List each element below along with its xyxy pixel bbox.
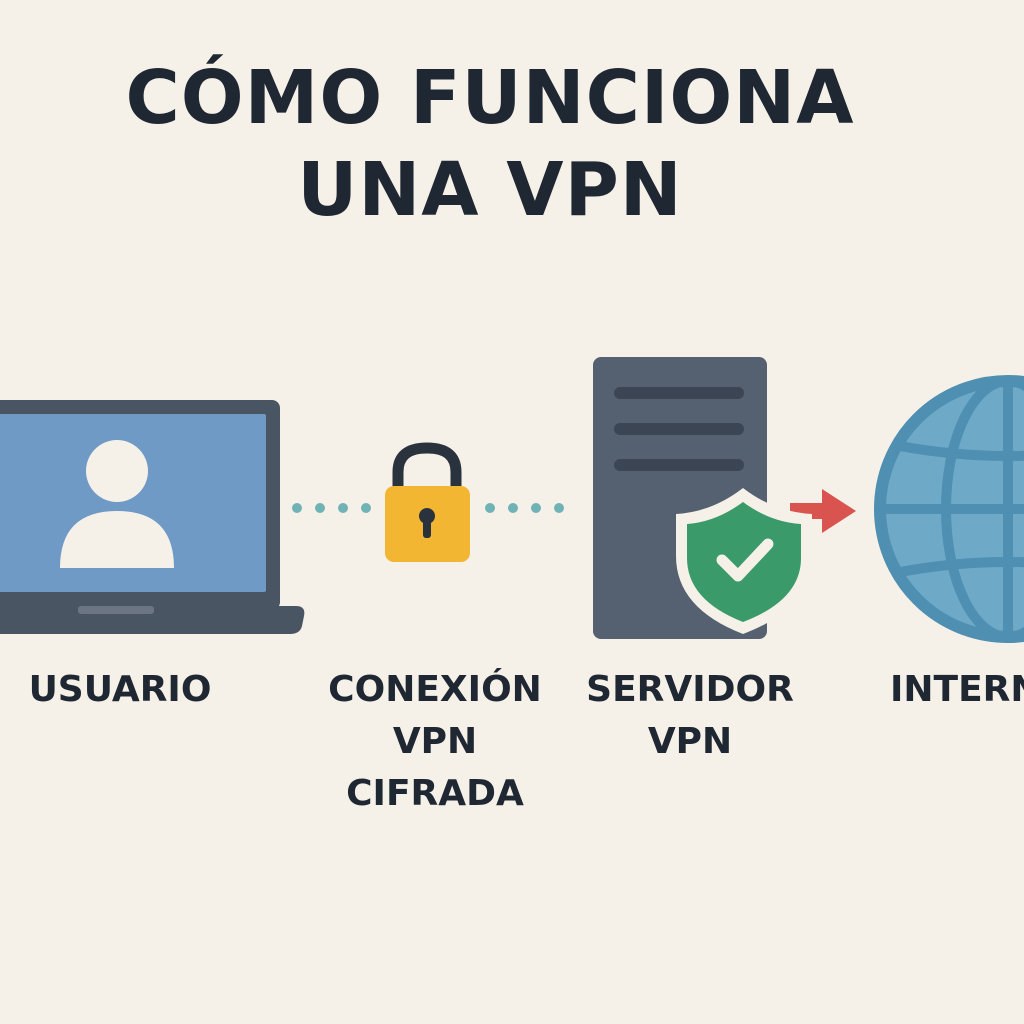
encrypted-link-right: [485, 503, 564, 513]
page-title: CÓMO FUNCIONA UNA VPN: [40, 52, 940, 236]
label-servidor: SERVIDOR VPN: [570, 664, 810, 768]
padlock-icon: [385, 442, 470, 562]
label-usuario-text: USUARIO: [28, 669, 212, 710]
label-conexion-line-1: CONEXIÓN: [328, 669, 542, 710]
laptop-user-icon: [0, 400, 305, 634]
globe-icon: [874, 375, 1024, 643]
label-conexion-line-3: CIFRADA: [346, 773, 524, 814]
label-conexion-line-2: VPN: [392, 721, 478, 762]
label-internet: INTERNET: [890, 664, 1024, 716]
shield-check-icon: [676, 488, 812, 634]
label-servidor-line-2: VPN: [647, 721, 733, 762]
title-line-2: UNA VPN: [297, 147, 683, 233]
label-internet-text: INTERNET: [890, 669, 1024, 710]
label-servidor-line-1: SERVIDOR: [586, 669, 794, 710]
label-conexion: CONEXIÓN VPN CIFRADA: [300, 664, 570, 820]
encrypted-link-left: [292, 503, 371, 513]
label-usuario: USUARIO: [0, 664, 240, 716]
title-line-1: CÓMO FUNCIONA: [125, 55, 855, 141]
